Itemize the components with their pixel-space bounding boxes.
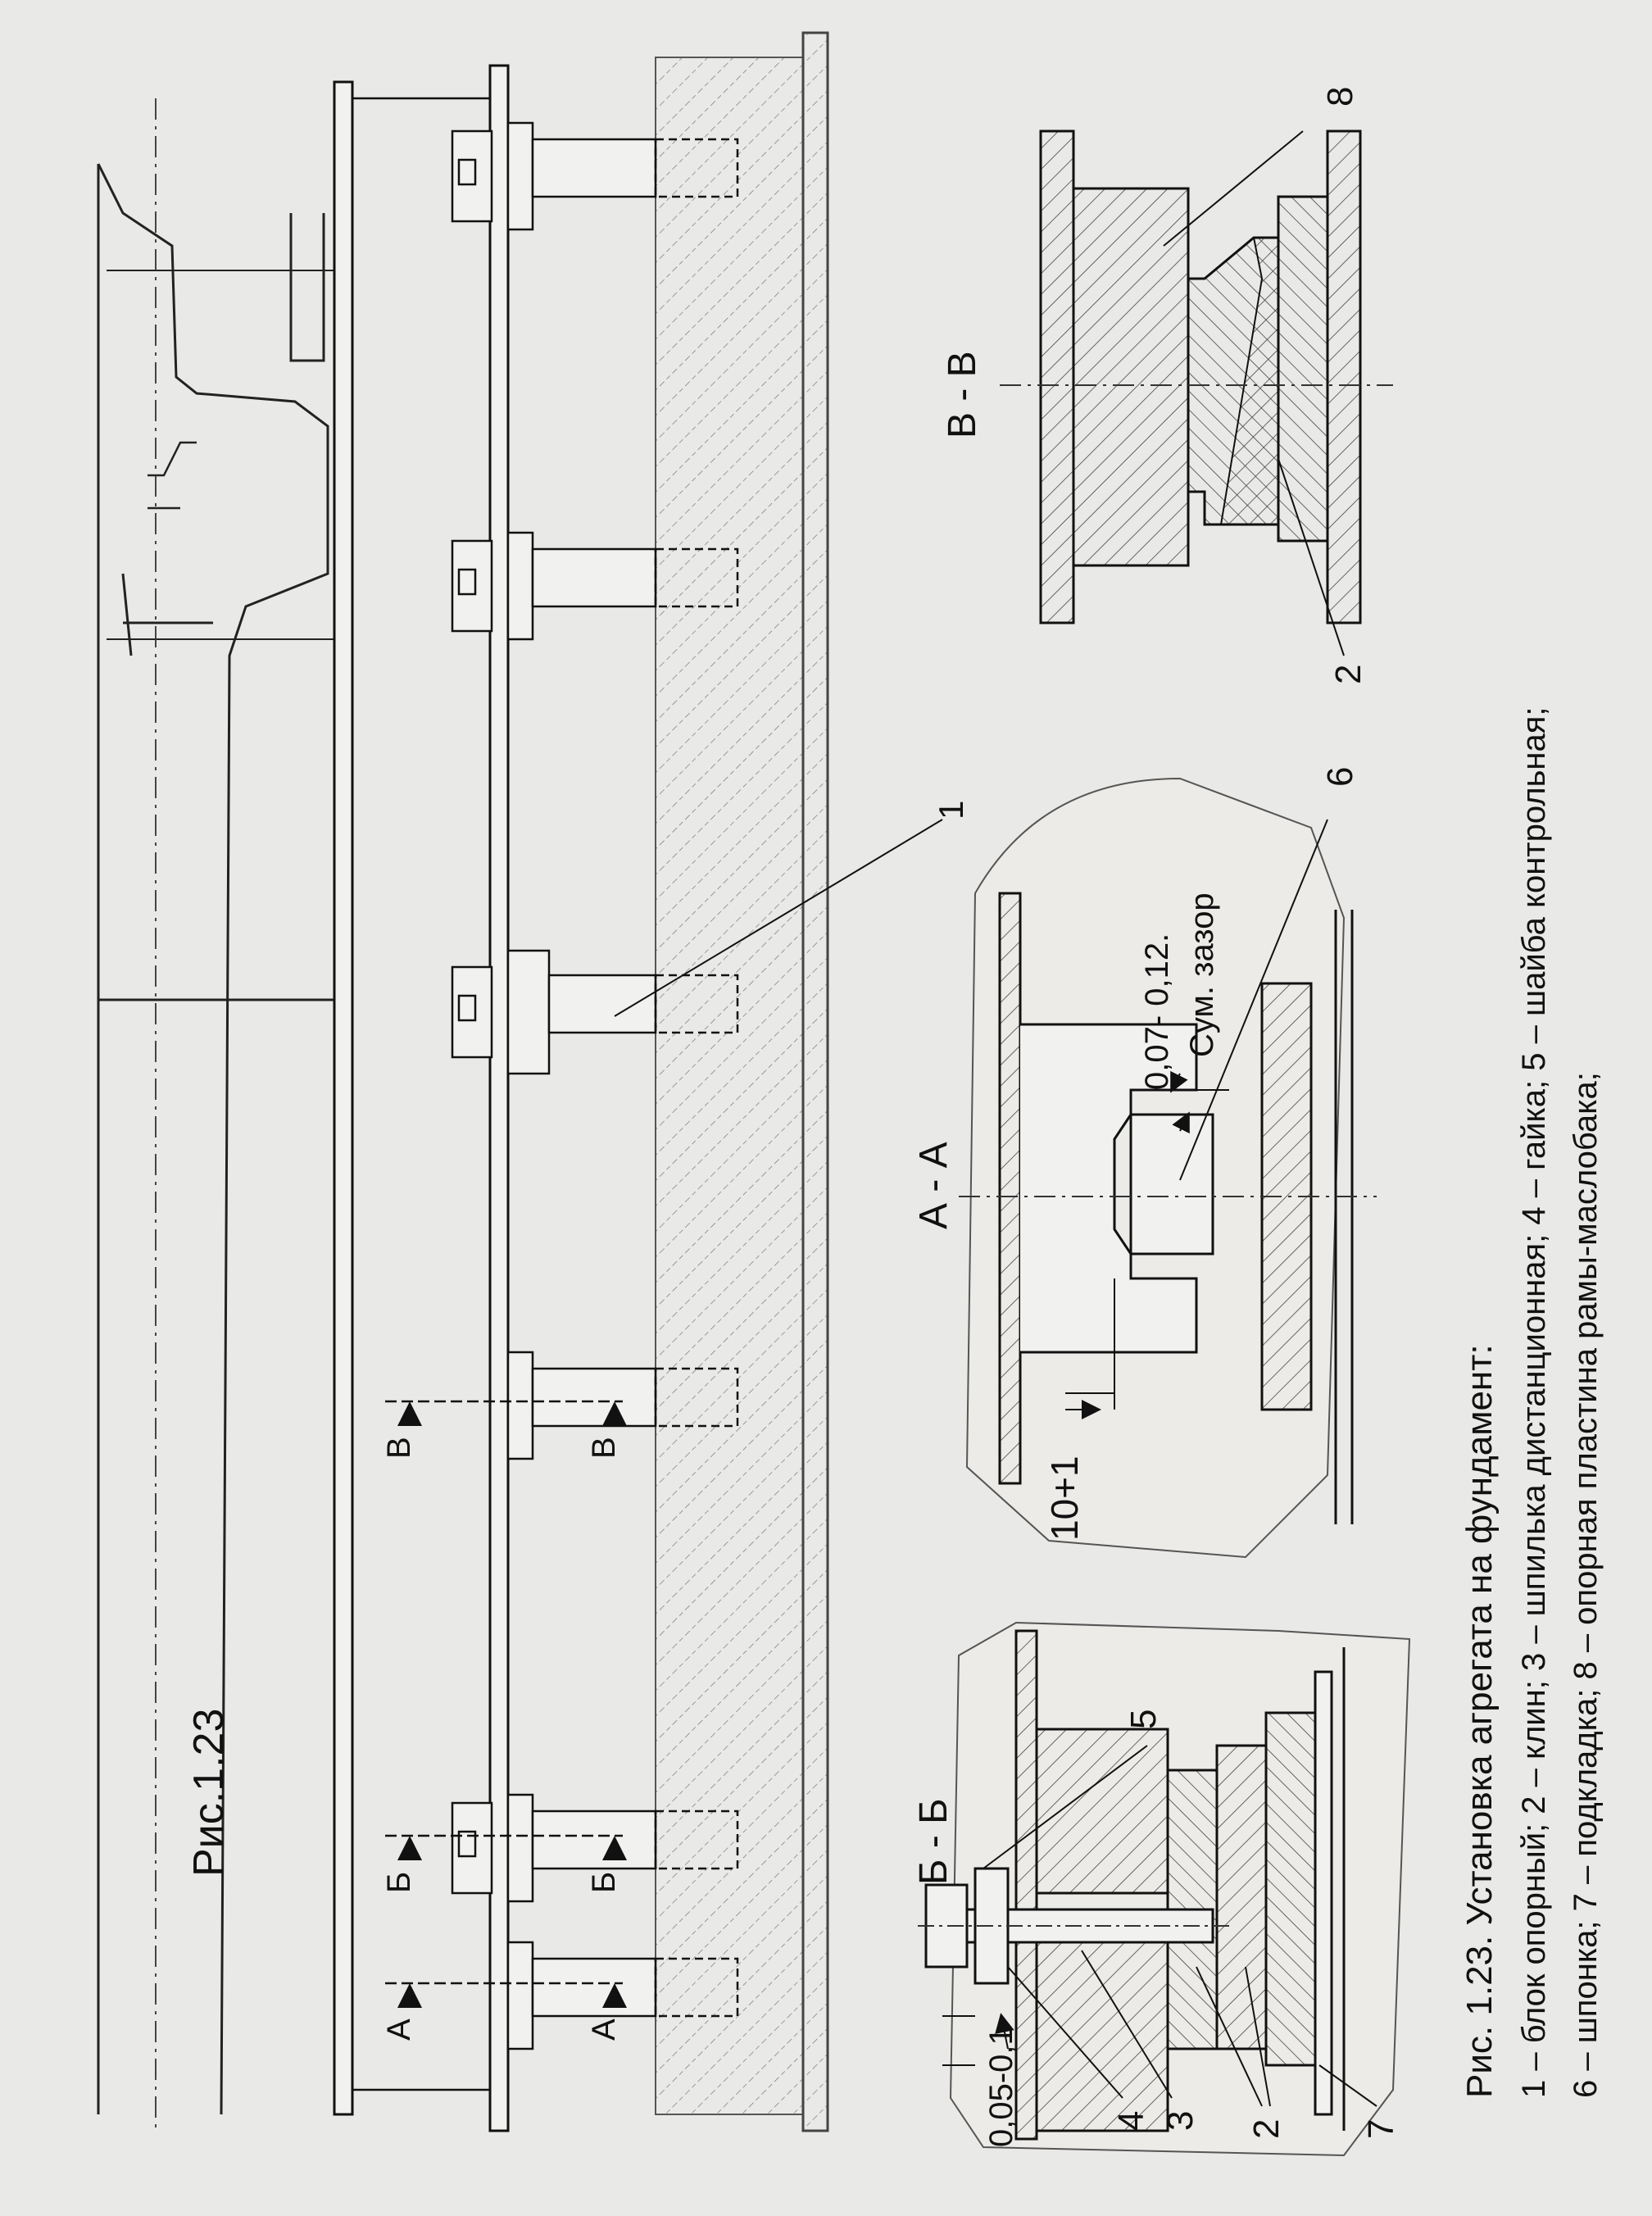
section-mark-a2: А [586,2018,622,2041]
dim-gap-note: Сум. зазор [1184,892,1220,1057]
section-vv-title: В - В [941,351,984,438]
callout-2-bb: 2 [1246,2119,1287,2139]
machine-outline [97,163,344,2115]
callout-1: 1 [932,801,970,820]
caption: Рис. 1.23. Установка агрегата на фундаме… [1459,706,1604,2098]
support-blocks [451,121,739,2050]
section-cut-lines [385,1400,623,1985]
section-mark-a1: А [381,2018,417,2041]
callout-8: 8 [1320,87,1360,107]
figure-label: Рис.1.23 [185,1709,233,1877]
section-aa-title: А - А [912,1142,955,1229]
caption-line-3: 6 – шпонка; 7 – подкладка; 8 – опорная п… [1568,1072,1604,2098]
section-mark-v1: В [381,1437,417,1459]
section-mark-b1: Б [381,1872,417,1893]
dim-gap-aa: 0,07- 0,12. [1139,933,1175,1090]
dim-gap-bb: 0,05-0,1 [983,2027,1019,2147]
section-vv: В - В 8 2 [941,87,1393,684]
section-mark-v2: В [586,1437,622,1459]
section-bb-title: Б - Б [912,1798,955,1885]
callout-5: 5 [1123,1710,1164,1729]
callout-3: 3 [1160,2111,1200,2131]
callout-4: 4 [1111,2111,1151,2131]
caption-line-2: 1 – блок опорный; 2 – клин; 3 – шпилька … [1516,706,1552,2098]
section-bb: 0,05-0,1 Б - Б 5 4 3 2 7 [912,1621,1411,2157]
callout-7: 7 [1361,2119,1401,2139]
section-aa: 10+1 0,07- 0,12. Сум. зазор А - А 6 [912,767,1377,1559]
dim-offset: 10+1 [1043,1455,1086,1541]
callout-2-vv: 2 [1328,665,1368,684]
caption-line-1: Рис. 1.23. Установка агрегата на фундаме… [1459,1344,1500,2098]
section-mark-b2: Б [586,1872,622,1893]
main-view: А А Б Б В В 1 Рис.1.23 [97,31,970,2132]
callout-6: 6 [1320,767,1360,787]
